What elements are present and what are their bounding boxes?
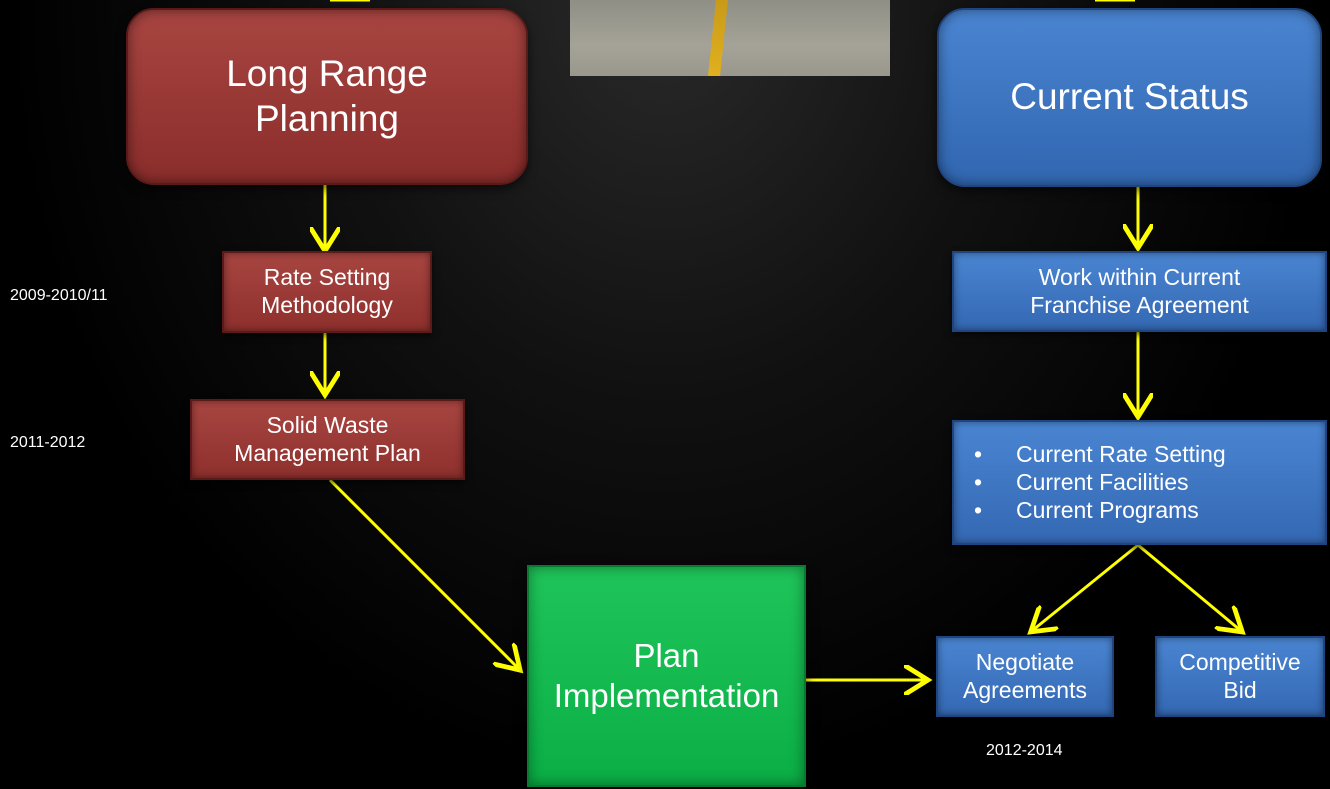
current-item-text: Current Rate Setting (1016, 440, 1226, 467)
long-range-line1: Long Range (226, 53, 428, 95)
current-item-text: Current Facilities (1016, 468, 1189, 495)
work-within-franchise-box: Work within Current Franchise Agreement (952, 251, 1327, 332)
long-range-line2: Planning (254, 97, 399, 139)
negotiate-line2: Agreements (962, 676, 1087, 703)
competitive-line1: Competitive (1179, 648, 1301, 675)
negotiate-line1: Negotiate (975, 648, 1075, 675)
bullet-dot: • (974, 496, 983, 523)
current-items-list: • Current Rate Setting • Current Facilit… (954, 441, 1226, 525)
work-within-line1: Work within Current (1038, 263, 1241, 290)
arrow-solid-to-plan (328, 478, 518, 668)
solid-waste-line1: Solid Waste (266, 411, 389, 438)
arrow-items-to-negotiate (1033, 543, 1139, 630)
rate-setting-line1: Rate Setting (263, 264, 391, 291)
current-items-box: • Current Rate Setting • Current Facilit… (952, 420, 1327, 545)
year-rate-setting: 2009-2010/11 (10, 287, 108, 304)
bullet-dot: • (974, 440, 983, 467)
road-photo (570, 0, 890, 76)
current-item-text: Current Programs (1016, 496, 1199, 523)
solid-waste-line2: Management Plan (234, 439, 421, 466)
bullet-dot: • (974, 468, 983, 495)
arrow-items-to-competitive (1137, 543, 1240, 630)
rate-setting-methodology-box: Rate Setting Methodology (222, 251, 432, 333)
list-item: • Current Programs (954, 497, 1226, 525)
rate-setting-line2: Methodology (261, 292, 393, 318)
negotiate-agreements-box: Negotiate Agreements (936, 636, 1114, 717)
work-within-line2: Franchise Agreement (1030, 291, 1249, 318)
competitive-bid-box: Competitive Bid (1155, 636, 1325, 717)
current-status-label: Current Status (1010, 76, 1249, 118)
solid-waste-plan-box: Solid Waste Management Plan (190, 399, 465, 480)
list-item: • Current Rate Setting (954, 441, 1226, 469)
current-status-box: Current Status (937, 8, 1322, 187)
list-item: • Current Facilities (954, 469, 1226, 497)
plan-impl-line2: Implementation (553, 677, 780, 714)
year-negotiate: 2012-2014 (986, 742, 1063, 759)
plan-implementation-box: Plan Implementation (527, 565, 806, 787)
competitive-line2: Bid (1223, 676, 1257, 703)
long-range-planning-box: Long Range Planning (126, 8, 528, 185)
year-solid-waste: 2011-2012 (10, 434, 86, 451)
plan-impl-line1: Plan (633, 637, 700, 675)
